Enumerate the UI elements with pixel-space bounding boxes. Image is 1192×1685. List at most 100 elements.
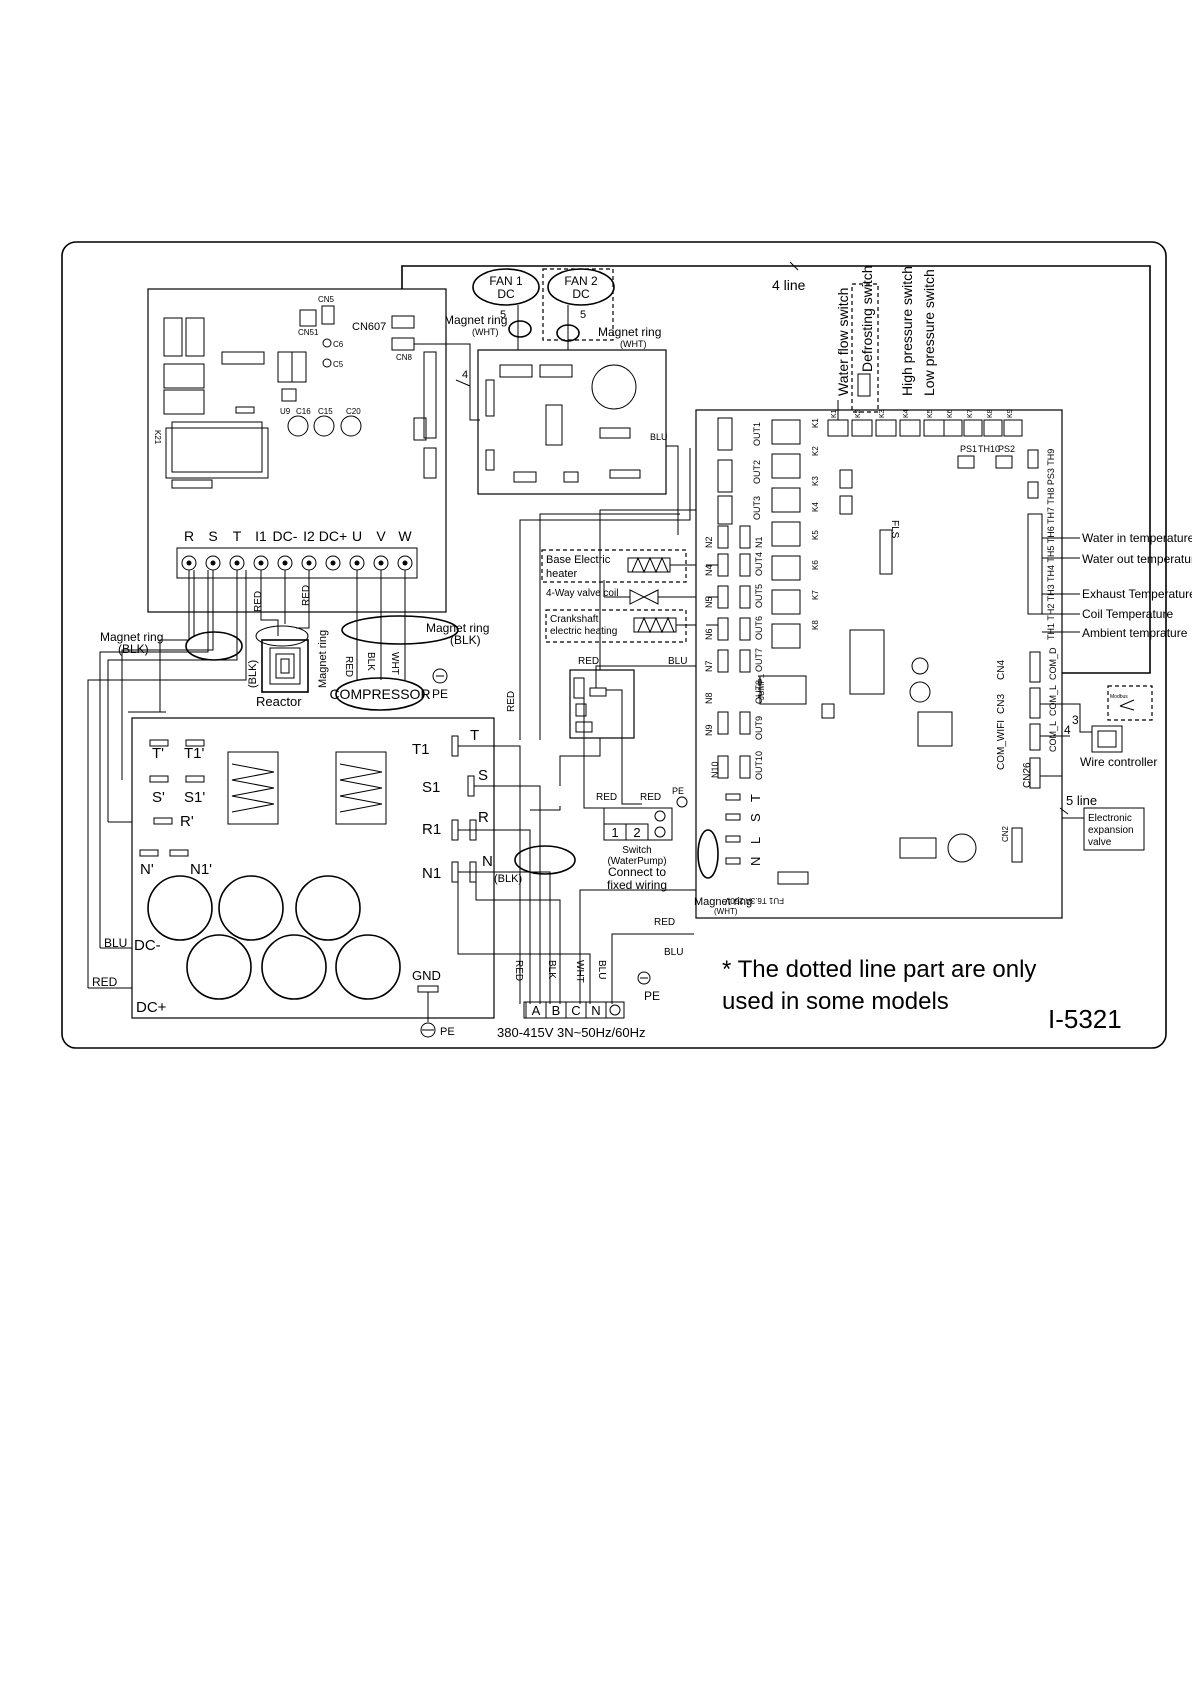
four-line-loop: 4 line xyxy=(401,261,1151,674)
supply-term-C: C xyxy=(571,1003,580,1018)
svg-text:heater: heater xyxy=(546,568,578,580)
svg-text:(WHT): (WHT) xyxy=(714,907,738,916)
svg-text:PS1: PS1 xyxy=(960,444,977,454)
svg-text:Modbus: Modbus xyxy=(1110,694,1128,700)
svg-text:BLU: BLU xyxy=(596,960,607,979)
sensor-water-in: Water in temperature xyxy=(1082,531,1192,545)
svg-text:R1: R1 xyxy=(422,821,441,838)
svg-text:RED: RED xyxy=(506,691,517,712)
sensor-ambient: Ambient temprature xyxy=(1082,626,1188,640)
svg-text:fixed wiring: fixed wiring xyxy=(607,878,667,892)
svg-text:BLK: BLK xyxy=(365,652,376,671)
dotted-line-note-1: * The dotted line part are only xyxy=(722,956,1036,983)
wire-controller: Modbus 4 3 Wire controller xyxy=(1040,685,1157,769)
svg-text:K4: K4 xyxy=(903,409,910,418)
svg-text:N': N' xyxy=(140,861,154,878)
temperature-sensors: Water in temperature Water out temperatu… xyxy=(1042,531,1192,640)
svg-text:OUT10: OUT10 xyxy=(754,751,764,780)
term-R: R xyxy=(184,528,194,544)
fan-driver-board: BLU xyxy=(477,349,679,535)
relay-outputs: OUT1 OUT2 OUT3 OUT4 OUT5 OUT6 OUT7 OUT8 … xyxy=(704,417,764,780)
svg-text:K6: K6 xyxy=(947,409,954,418)
svg-text:RED: RED xyxy=(513,960,524,981)
switch-labels: Water flow switch Defrosting switch High… xyxy=(835,265,937,420)
svg-text:5: 5 xyxy=(500,309,506,321)
cn607-label: CN607 xyxy=(352,321,386,333)
svg-text:OUT7: OUT7 xyxy=(754,648,764,672)
magnet-ring-blk-supply xyxy=(514,845,576,875)
term-T: T xyxy=(233,528,242,544)
svg-text:(BLK): (BLK) xyxy=(450,633,481,647)
svg-text:DC-: DC- xyxy=(134,937,161,954)
svg-text:CN26: CN26 xyxy=(1022,762,1033,788)
svg-text:JUMP1: JUMP1 xyxy=(757,673,766,700)
svg-text:WHT: WHT xyxy=(574,960,585,983)
electronic-expansion-valve: Electronic expansion valve 5 line xyxy=(1040,775,1145,851)
svg-text:K2: K2 xyxy=(811,446,820,456)
svg-text:R: R xyxy=(478,809,489,826)
svg-text:L: L xyxy=(748,837,763,844)
svg-text:Magnet ring: Magnet ring xyxy=(317,630,329,688)
svg-text:FU1 T6.3A 250V: FU1 T6.3A 250V xyxy=(724,896,784,905)
svg-text:T: T xyxy=(470,727,479,744)
svg-text:BLU: BLU xyxy=(650,432,668,442)
svg-text:C5: C5 xyxy=(333,360,344,369)
svg-text:4: 4 xyxy=(462,369,468,381)
svg-text:5 line: 5 line xyxy=(1066,793,1097,808)
water-flow-switch-label: Water flow switch xyxy=(835,288,851,396)
svg-text:FAN 1: FAN 1 xyxy=(489,274,523,288)
svg-text:K5: K5 xyxy=(811,530,820,540)
svg-text:PE: PE xyxy=(644,989,660,1003)
svg-text:WHT: WHT xyxy=(389,652,400,675)
svg-text:PE: PE xyxy=(440,1026,455,1038)
svg-text:N6: N6 xyxy=(704,628,714,640)
svg-text:DC: DC xyxy=(497,287,515,301)
svg-text:U9: U9 xyxy=(280,407,291,416)
svg-text:Reactor: Reactor xyxy=(256,694,302,709)
svg-text:(WHT): (WHT) xyxy=(472,327,499,337)
compressor: Magnet ring (BLK) RED BLK WHT COMPRESSOR… xyxy=(329,615,489,711)
dotted-line-note-2: used in some models xyxy=(722,988,949,1015)
svg-text:OUT8: OUT8 xyxy=(754,680,764,704)
svg-text:N1: N1 xyxy=(754,536,764,548)
reactor: Reactor (BLK) Magnet ring xyxy=(247,625,329,709)
fan-1: FAN 1 DC 5 Magnet ring (WHT) xyxy=(444,268,540,355)
svg-text:4: 4 xyxy=(1064,723,1071,737)
svg-text:FAN 2: FAN 2 xyxy=(564,274,598,288)
svg-text:N7: N7 xyxy=(704,660,714,672)
svg-text:T: T xyxy=(748,794,763,802)
svg-text:CN4: CN4 xyxy=(996,660,1007,680)
svg-text:S1': S1' xyxy=(184,789,205,806)
svg-text:Base Electric: Base Electric xyxy=(546,554,611,566)
svg-text:N1: N1 xyxy=(422,865,441,882)
term-S: S xyxy=(208,528,217,544)
svg-text:RED: RED xyxy=(578,656,599,667)
svg-text:OUT9: OUT9 xyxy=(754,716,764,740)
svg-text:OUT4: OUT4 xyxy=(754,552,764,576)
svg-text:CN51: CN51 xyxy=(298,328,319,337)
th-labels: TH1 TH2 TH3 TH4 TH5 TH6 TH7 TH8 PS3 TH9 xyxy=(1046,449,1056,640)
svg-text:COM_WIFI: COM_WIFI xyxy=(996,720,1007,770)
drawing-code: I-5321 xyxy=(1048,1004,1122,1034)
svg-text:COM_D: COM_D xyxy=(1048,647,1058,680)
sensor-coil: Coil Temperature xyxy=(1082,607,1173,621)
svg-text:N9: N9 xyxy=(704,724,714,736)
svg-text:5: 5 xyxy=(580,309,586,321)
term-I2: I2 xyxy=(303,528,315,544)
term-DCm: DC- xyxy=(273,528,298,544)
supply-term-A: A xyxy=(532,1003,541,1018)
svg-text:N2: N2 xyxy=(704,536,714,548)
svg-text:OUT3: OUT3 xyxy=(752,496,762,520)
supply-terminal-block: RED BLK WHT BLU A B C N PE 380-415V 3N~5… xyxy=(497,960,660,1040)
term-U: U xyxy=(352,528,362,544)
svg-text:DC: DC xyxy=(572,287,590,301)
svg-text:RED: RED xyxy=(640,792,661,803)
switch-connectors: K1 K2 K3 K4 K5 K6 K7 K8 K9 xyxy=(827,409,1023,437)
supply-term-N: N xyxy=(591,1003,600,1018)
supply-term-B: B xyxy=(552,1003,561,1018)
svg-text:S: S xyxy=(748,813,763,822)
filter-board: T' T1' S' S1' R' N' N1' T1 T S1 S R1 xyxy=(92,717,495,1038)
svg-text:CN8: CN8 xyxy=(396,353,413,362)
svg-text:R': R' xyxy=(180,813,194,830)
main-power-terminals: T S L N Magnet ring (WHT) FU1 T6.3A 250V xyxy=(694,793,809,916)
